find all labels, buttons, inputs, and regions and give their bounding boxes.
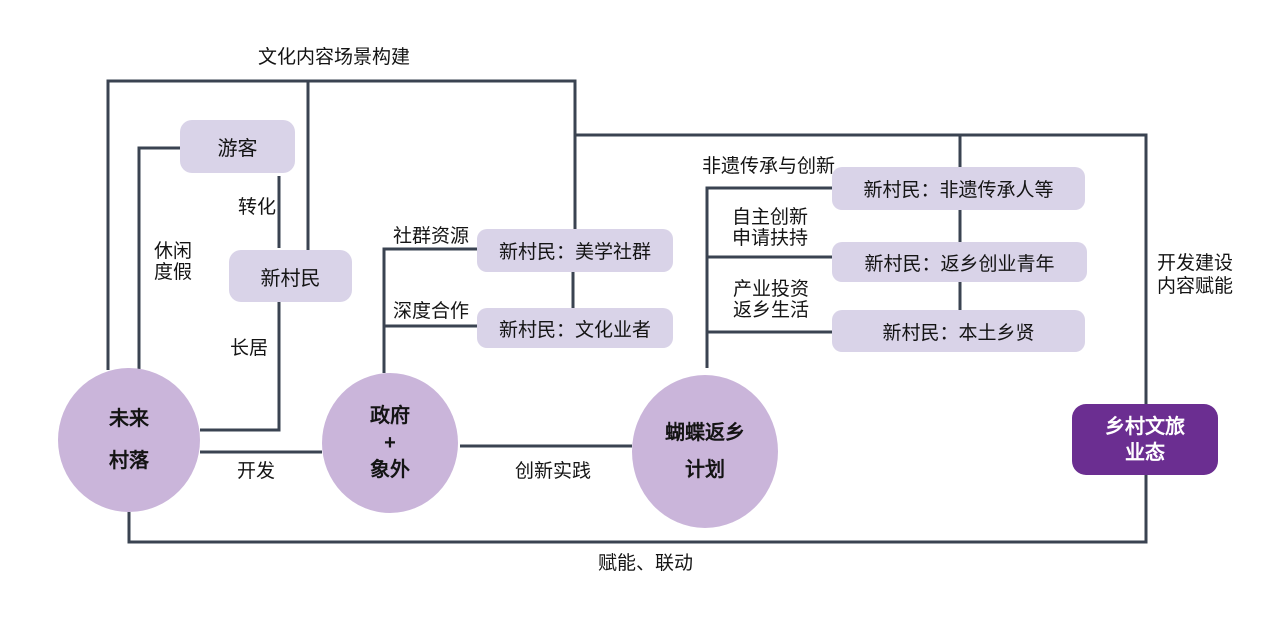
label-leisure-vacation: 休闲 度假	[154, 241, 192, 283]
leisure-vacation-line	[137, 146, 180, 370]
label-development-empower-line2: 内容赋能	[1157, 276, 1234, 297]
node-government-line1: 政府	[370, 404, 410, 427]
label-development-empower: 开发建设 内容赋能	[1157, 252, 1233, 298]
node-heritage-inheritor-label: 新村民：非遗传承人等	[863, 180, 1054, 201]
label-development-empower-line1: 开发建设	[1157, 253, 1234, 274]
node-government-line3: 象外	[370, 458, 410, 481]
node-rural-tourism-line2: 业态	[1125, 441, 1165, 464]
label-self-innovation-line2: 申请扶持	[732, 228, 809, 249]
node-local-sage: 新村民：本土乡贤	[832, 310, 1085, 352]
node-new-villager-label: 新村民	[260, 267, 321, 290]
node-new-villager: 新村民	[229, 250, 352, 302]
label-develop: 开发	[237, 461, 276, 482]
label-industry-investment-line1: 产业投资	[733, 279, 810, 300]
node-rural-tourism-line1: 乡村文旅	[1105, 415, 1185, 438]
node-rural-tourism: 乡村文旅 业态	[1072, 404, 1218, 475]
node-local-sage-label: 新村民：本土乡贤	[882, 322, 1035, 344]
label-self-innovation: 自主创新 申请扶持	[732, 207, 808, 249]
long-residence-line	[200, 302, 281, 432]
label-self-innovation-line1: 自主创新	[732, 207, 809, 228]
label-deep-cooperation: 深度合作	[393, 301, 470, 322]
label-transform: 转化	[238, 197, 277, 218]
label-innovation-practice: 创新实践	[515, 461, 592, 482]
community-bracket-line	[382, 247, 477, 373]
node-culture-worker: 新村民：文化业者	[477, 308, 673, 348]
node-heritage-inheritor: 新村民：非遗传承人等	[832, 167, 1085, 210]
label-industry-investment: 产业投资 返乡生活	[733, 279, 809, 321]
node-government: 政府 + 象外	[322, 373, 458, 513]
node-future-village-line1: 未来	[109, 408, 149, 430]
label-leisure-vacation-line1: 休闲	[154, 241, 193, 262]
node-culture-worker-label: 新村民：文化业者	[498, 319, 651, 341]
node-returning-youth-label: 新村民：返乡创业青年	[864, 253, 1055, 275]
top-bracket-line	[106, 79, 577, 370]
heritage-bracket-line	[705, 186, 832, 368]
node-returning-youth: 新村民：返乡创业青年	[832, 242, 1087, 282]
node-aesthetic-community: 新村民：美学社群	[477, 229, 673, 272]
label-culture-scene: 文化内容场景构建	[258, 47, 411, 68]
label-community-resource: 社群资源	[393, 226, 470, 247]
right-branch-line	[575, 133, 1148, 404]
label-leisure-vacation-line2: 度假	[154, 262, 193, 283]
node-future-village: 未来 村落	[58, 368, 200, 512]
label-heritage-innovation: 非遗传承与创新	[702, 156, 836, 177]
node-butterfly-plan-line1: 蝴蝶返乡	[665, 421, 745, 444]
label-long-residence: 长居	[230, 338, 269, 359]
label-empower-linkage: 赋能、联动	[598, 553, 694, 574]
node-tourist-label: 游客	[217, 138, 258, 160]
node-butterfly-plan-line2: 计划	[685, 458, 725, 481]
node-future-village-line2: 村落	[109, 450, 149, 472]
node-tourist: 游客	[180, 120, 295, 173]
empower-linkage-line	[127, 475, 1148, 544]
node-government-line2: +	[384, 431, 396, 454]
label-industry-investment-line2: 返乡生活	[733, 300, 810, 321]
node-butterfly-plan: 蝴蝶返乡 计划	[632, 375, 778, 528]
node-aesthetic-community-label: 新村民：美学社群	[498, 242, 651, 263]
